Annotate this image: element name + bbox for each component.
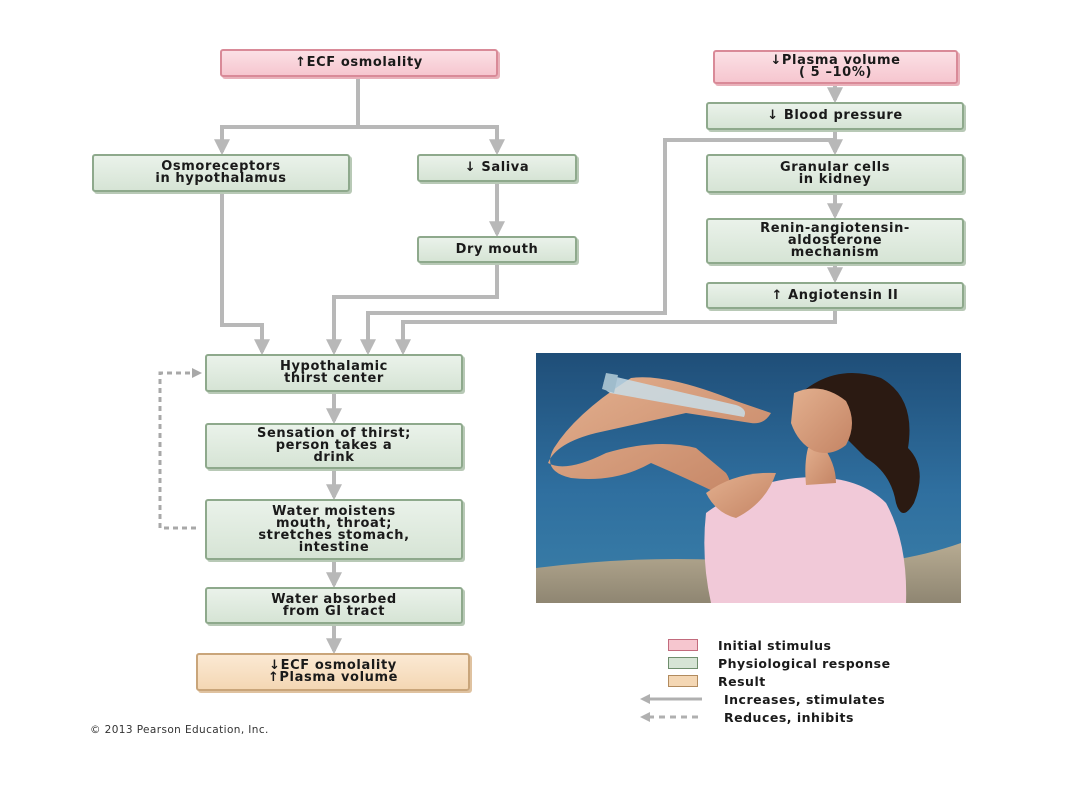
legend-solid-arrow-icon [640, 694, 702, 704]
box-text: aldosterone [787, 233, 883, 248]
legend-item-increases: Increases, stimulates [640, 690, 1000, 708]
box-text: mechanism [790, 245, 880, 260]
box-text: from GI tract [282, 603, 386, 619]
box-text: Dry mouth [455, 241, 539, 257]
box-sensation-of-thirst: Sensation of thirst; person takes a drin… [205, 423, 463, 469]
legend-label: Increases, stimulates [724, 691, 886, 707]
box-thirst-center: Hypothalamic thirst center [205, 354, 463, 392]
box-text: ↑Plasma volume [267, 670, 399, 685]
box-text: in kidney [798, 171, 872, 187]
box-saliva: ↓ Saliva [417, 154, 577, 182]
legend-item-physiological-response: Physiological response [640, 654, 1000, 672]
box-text: ↓ Saliva [464, 160, 530, 175]
box-text: Sensation of thirst; [257, 426, 411, 441]
box-text: mouth, throat; [275, 515, 393, 531]
photo-illustration [536, 353, 961, 603]
arrow-angiotensin-to-thirst [395, 308, 837, 356]
legend-label: Reduces, inhibits [724, 709, 854, 725]
legend-swatch-stimulus [668, 639, 698, 651]
box-text: drink [313, 450, 355, 465]
box-blood-pressure: ↓ Blood pressure [706, 102, 964, 130]
box-text: Granular cells [779, 159, 891, 175]
box-text: Hypothalamic [280, 359, 388, 374]
legend-label: Initial stimulus [718, 637, 832, 653]
box-text: Water absorbed [271, 591, 397, 607]
box-text: ↓ECF osmolality [269, 658, 397, 673]
box-text: ↑ECF osmolality [295, 55, 423, 70]
legend-item-initial-stimulus: Initial stimulus [640, 636, 1000, 654]
box-raas: Renin-angiotensin- aldosterone mechanism [706, 218, 964, 264]
box-osmoreceptors: Osmoreceptors in hypothalamus [92, 154, 350, 192]
box-text: in hypothalamus [155, 171, 287, 186]
box-text: thirst center [284, 371, 384, 386]
box-text: ↑ Angiotensin II [771, 287, 899, 303]
arrow-drymouth-to-thirst [326, 263, 499, 356]
box-water-moistens: Water moistens mouth, throat; stretches … [205, 499, 463, 560]
box-text: person takes a [275, 438, 393, 453]
photo-woman-drinking-water [536, 353, 961, 603]
box-water-absorbed: Water absorbed from GI tract [205, 587, 463, 624]
legend-swatch-response [668, 657, 698, 669]
box-text: Osmoreceptors [161, 159, 281, 174]
box-plasma-volume-stimulus: ↓Plasma volume ( 5 –10%) [713, 50, 958, 84]
box-text: ↓ Blood pressure [767, 108, 903, 123]
legend-swatch-result [668, 675, 698, 687]
legend-label: Physiological response [718, 655, 891, 671]
legend-item-result: Result [640, 672, 1000, 690]
box-ecf-osmolality-stimulus: ↑ECF osmolality [220, 49, 498, 77]
arrow-ecf-to-osmoreceptors [214, 125, 358, 156]
legend-label: Result [718, 673, 766, 689]
box-result: ↓ECF osmolality ↑Plasma volume [196, 653, 470, 691]
box-text: ( 5 –10%) [799, 65, 872, 80]
box-text: ↓Plasma volume [770, 53, 901, 68]
arrow-osmoreceptors-to-thirst [220, 192, 270, 356]
box-text: Water moistens [272, 503, 396, 519]
box-dry-mouth: Dry mouth [417, 236, 577, 263]
arrow-ecf-to-saliva [358, 125, 505, 156]
box-text: intestine [298, 539, 370, 555]
box-text: stretches stomach, [258, 527, 410, 543]
box-angiotensin: ↑ Angiotensin II [706, 282, 964, 309]
box-granular-cells: Granular cells in kidney [706, 154, 964, 193]
arrow-feedback-inhibit [158, 371, 196, 530]
legend-dashed-arrow-icon [640, 712, 702, 722]
copyright-notice: © 2013 Pearson Education, Inc. [90, 724, 269, 736]
legend-item-reduces: Reduces, inhibits [640, 708, 1000, 726]
arrow-feedback-head [192, 368, 202, 378]
box-text: Renin-angiotensin- [760, 221, 910, 236]
legend: Initial stimulus Physiological response … [640, 636, 1000, 726]
arrow-bp-to-thirst [360, 138, 835, 356]
